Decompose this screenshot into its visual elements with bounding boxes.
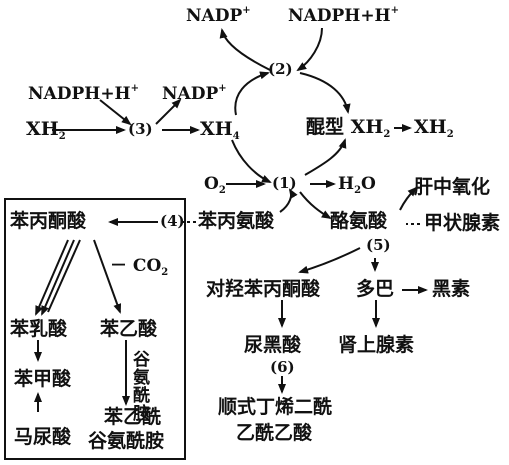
node-phenyllactate: 苯乳酸 [10,318,68,340]
node-dopa: 多巴 [356,278,395,300]
node-maleylacetoacetate-line2: 乙酰乙酸 [236,422,313,444]
node-xh4: XH4 [200,118,240,142]
node-hydroxyphenylpyruvate: 对羟苯丙酮酸 [206,278,321,300]
node-phenylalanine: 苯丙氨酸 [198,210,275,232]
node-maleylacetoacetate-line1: 顺式丁烯二酰 [218,396,333,418]
node-thyroxine: 甲状腺素 [424,212,501,234]
node-tyrosine: 酪氨酸 [330,210,388,232]
node-nadph-top: NADPH+H+ [288,5,400,26]
node-benzoate: 苯甲酸 [14,368,72,390]
node-adrenaline: 肾上腺素 [338,334,415,356]
pku-alternate-pathway-box [4,198,186,460]
node-h2o: H2O [338,174,376,196]
node-homogentisic-acid: 尿黑酸 [244,334,302,356]
node-phenylpyruvate: 苯丙酮酸 [10,210,87,232]
arrow-nadp-plus-from-2 [219,28,271,71]
step-6-label: (6) [270,358,295,376]
node-nadp-left: NADP+ [162,83,227,104]
node-melanin: 黑素 [432,278,471,300]
arrow-5-to-hydroxyphenylpyruvate [298,247,361,274]
node-liver-oxidation: 肝中氧化 [414,176,491,198]
node-phenylacetylglutamine-line1: 苯乙酰 [104,406,162,428]
arrow-phe-into-1 [279,188,298,213]
node-phenylacetylglutamine-line2: 谷氨酰胺 [88,430,165,452]
step-5-label: (5) [366,236,391,254]
node-o2: O2 [204,174,226,196]
arrow-phenylpyruvate-to-phenyllactate-1 [35,239,69,316]
node-phenylacetate: 苯乙酸 [100,318,158,340]
arrow-phenylpyruvate-to-phenyllactate-2 [41,239,75,316]
arrow-1-to-quinonoid [304,138,347,176]
arrow-tyrosine-to-liver-oxidation [399,186,418,211]
arrow-xh4-to-2 [234,71,270,116]
arrow-1-to-tyrosine [299,191,332,220]
node-nadph-left: NADPH+H+ [28,83,140,104]
step-4-label: (4) [160,212,185,230]
node-xh2-right: XH2 [414,116,454,140]
arrow-nadph-into-3 [99,99,132,126]
node-nadp-top: NADP+ [186,5,251,26]
arrow-nadph-into-2 [296,27,323,72]
node-hippurate: 马尿酸 [14,426,72,448]
arrow-phenylpyruvate-to-phenylacetate [93,239,122,314]
arrow-2-to-quinonoid [299,72,351,114]
node-quinonoid-xh2: 醌型 XH2 [306,116,391,140]
step-3-label: (3) [128,120,153,138]
arrow-xh4-to-1 [231,139,272,183]
node-xh2-left: XH2 [26,118,66,142]
arrow-phenyllactate-to-phenylpyruvate [47,239,81,313]
step-1-label: (1) [272,174,297,192]
arrow-3-to-nadp [155,98,182,125]
node-co2: － CO2 [110,256,169,278]
step-2-label: (2) [268,60,293,78]
label-glutamine: 谷氨酰胺 [129,350,149,422]
